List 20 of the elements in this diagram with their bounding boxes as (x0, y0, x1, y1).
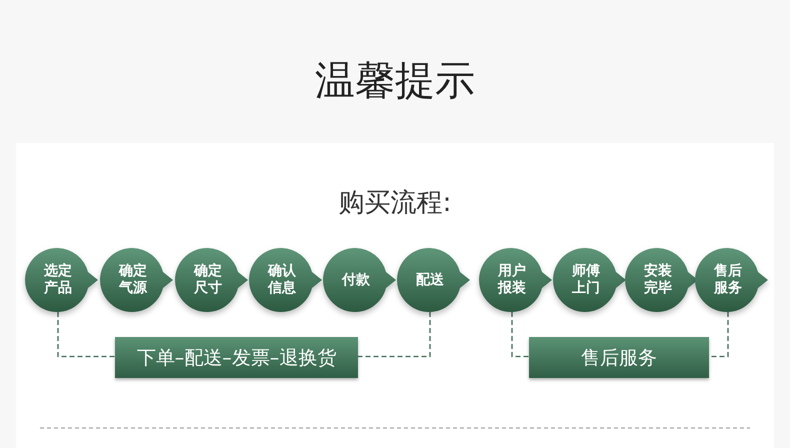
page-title: 温馨提示 (315, 57, 475, 106)
bar-label: 下单–配送–发票–退换货 (136, 346, 336, 370)
step-label: 选定产品 (43, 263, 73, 297)
step-label: 师傅上门 (571, 263, 601, 297)
bar-label: 售后服务 (581, 346, 657, 370)
step-label: 确认信息 (266, 263, 297, 297)
step-label: 售后服务 (712, 263, 743, 297)
step-label: 用户报装 (496, 263, 527, 297)
section-heading: 购买流程: (338, 187, 452, 220)
step-label: 确定气源 (118, 263, 148, 297)
connector-line (358, 312, 431, 358)
step-label: 配送 (415, 272, 445, 288)
step-label: 付款 (340, 272, 371, 288)
process-bar (529, 337, 709, 378)
step-label: 确定尺寸 (192, 263, 223, 297)
process-bar (115, 337, 358, 378)
connector-line (57, 312, 115, 358)
step-label: 安装完毕 (643, 263, 673, 297)
connector-line (511, 312, 529, 358)
connector-line (709, 312, 729, 358)
